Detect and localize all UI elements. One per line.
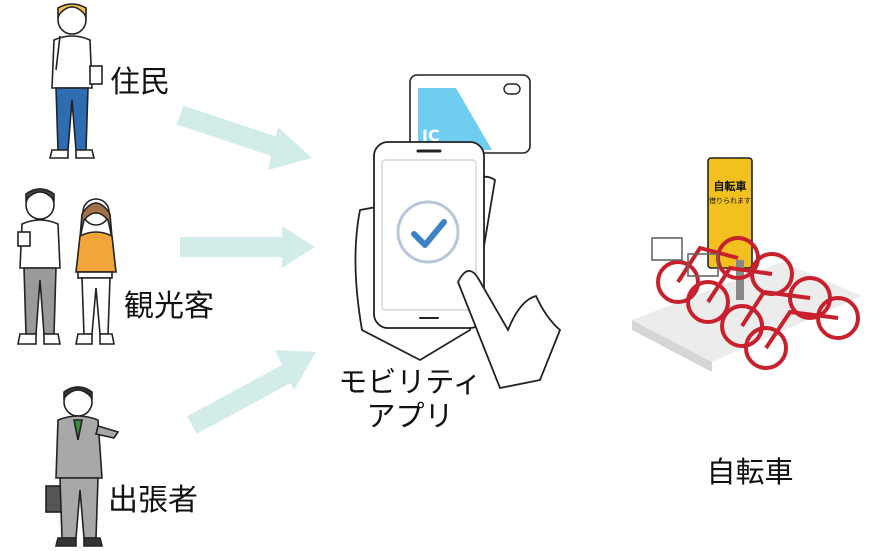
tourist-person-1-illustration [17, 188, 61, 345]
bicycle-parking-illustration [632, 157, 862, 372]
arrow-tourist [180, 226, 315, 268]
bike-sign-subtitle: 借りられます [709, 197, 751, 205]
mobility-app-label-line1: モビリティ [338, 365, 482, 399]
arrow-business [187, 350, 316, 434]
bike-sign-title: 自転車 [713, 180, 747, 193]
tourist-label: 観光客 [124, 289, 214, 324]
tourist-person-2-illustration [75, 198, 117, 345]
mobility-app-label-line2: アプリ [366, 399, 454, 433]
card-ic-text: IC [422, 126, 440, 145]
bicycle-label: 自転車 [706, 455, 794, 489]
ic-card-illustration [409, 74, 531, 154]
arrow-resident [176, 105, 312, 170]
resident-person-illustration [48, 3, 103, 159]
check-icon [396, 200, 460, 264]
resident-label: 住民 [110, 65, 170, 100]
business-person-illustration [45, 386, 120, 547]
smartphone-hand-illustration [354, 141, 562, 390]
business-traveler-label: 出張者 [108, 483, 198, 518]
